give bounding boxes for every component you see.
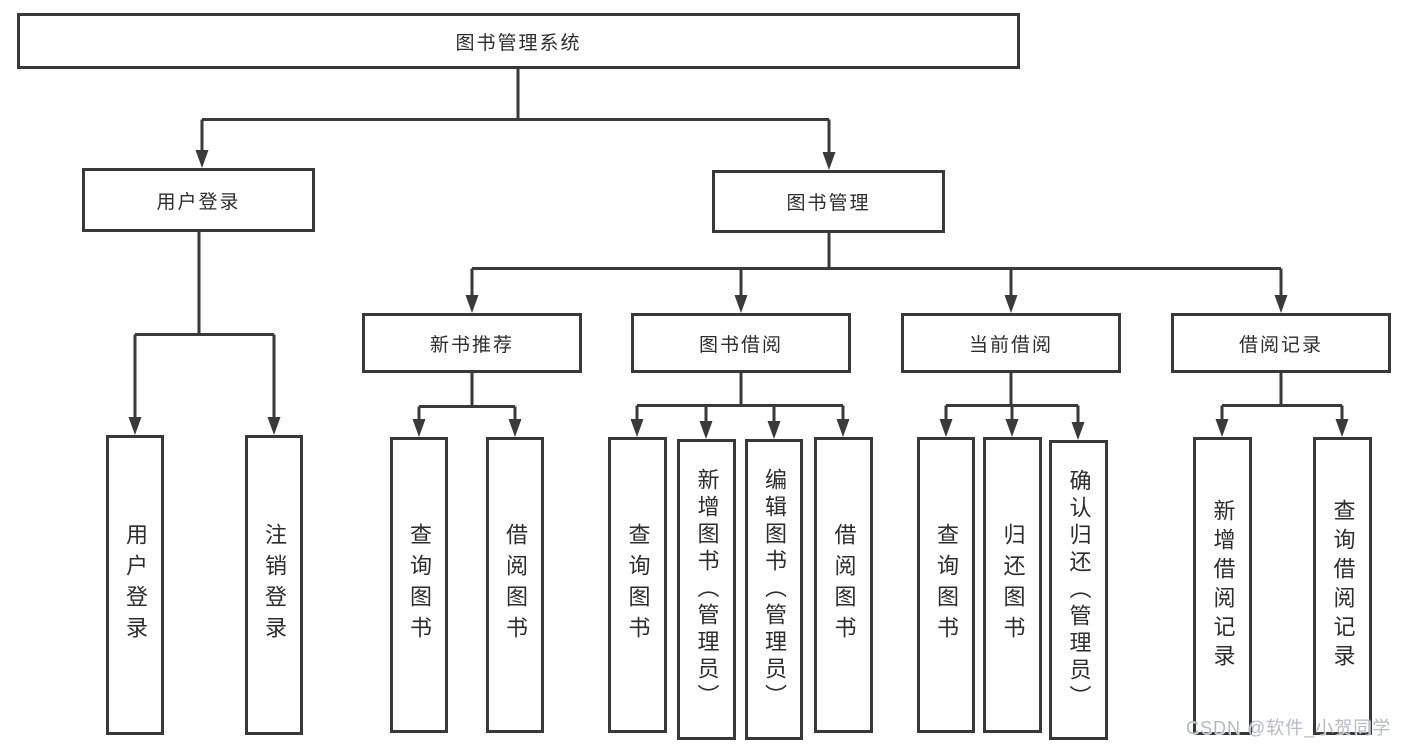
node-label: 确认归还（管理员） [1066, 468, 1092, 712]
node-library-management-system: 图书管理系统 [17, 13, 1020, 69]
edge-user-login-children [128, 232, 281, 435]
leaf-query-books-current: 查询图书 [917, 437, 975, 733]
arrowhead [508, 419, 522, 437]
edge-book-borrow-children [630, 373, 850, 439]
edge-book-mgmt-children [465, 233, 1288, 313]
arrowhead [1071, 422, 1085, 440]
edge-root-to-level2 [195, 67, 836, 170]
leaf-query-books-borrowing: 查询图书 [608, 437, 667, 733]
arrowhead [128, 417, 142, 435]
csdn-watermark: CSDN @软件_小贺同学 [1186, 718, 1392, 738]
arrowhead [465, 295, 479, 313]
node-current-borrowing: 当前借阅 [901, 313, 1121, 373]
node-label: 查询图书 [934, 523, 959, 647]
node-label: 新书推荐 [429, 334, 514, 356]
leaf-borrow-books-recommend: 借阅图书 [486, 437, 544, 733]
arrowhead [195, 150, 209, 168]
arrowhead [767, 421, 781, 439]
arrowhead [1274, 295, 1288, 313]
leaf-edit-books-admin: 编辑图书（管理员） [745, 439, 803, 740]
arrowhead [1004, 295, 1018, 313]
arrowhead [1005, 419, 1019, 437]
node-book-management: 图书管理 [712, 170, 945, 233]
arrowhead [267, 417, 281, 435]
arrowhead [630, 419, 644, 437]
leaf-query-borrow-record: 查询借阅记录 [1313, 437, 1372, 735]
edge-new-book-children [412, 373, 522, 437]
arrowhead [699, 421, 713, 439]
leaf-user-login: 用户登录 [106, 435, 164, 735]
node-label: 归还图书 [1000, 523, 1026, 647]
node-label: 编辑图书（管理员） [762, 468, 787, 711]
leaf-logout: 注销登录 [245, 435, 303, 735]
node-label: 新增图书（管理员） [694, 468, 720, 711]
leaf-confirm-return-admin: 确认归还（管理员） [1049, 440, 1108, 740]
node-label: 借阅图书 [503, 523, 528, 647]
node-new-book-recommend: 新书推荐 [362, 313, 582, 373]
node-label: 图书管理系统 [455, 32, 582, 54]
node-label: 查询图书 [407, 523, 432, 647]
arrowhead [734, 295, 748, 313]
leaf-add-borrow-record: 新增借阅记录 [1193, 437, 1252, 735]
leaf-query-books-recommend: 查询图书 [390, 437, 448, 733]
leaf-add-books-admin: 新增图书（管理员） [677, 439, 736, 740]
node-label: 注销登录 [262, 523, 287, 647]
node-label: 借阅图书 [831, 523, 857, 647]
node-label: 当前借阅 [968, 334, 1053, 356]
node-label: 图书借阅 [698, 334, 783, 356]
node-label: 用户登录 [156, 191, 241, 213]
node-borrowing-records: 借阅记录 [1171, 313, 1391, 373]
node-label: 查询借阅记录 [1330, 499, 1356, 673]
node-book-borrowing: 图书借阅 [631, 313, 851, 373]
node-label: 用户登录 [123, 523, 148, 647]
node-label: 新增借阅记录 [1210, 499, 1236, 673]
node-user-login: 用户登录 [82, 168, 315, 232]
arrowhead [412, 419, 426, 437]
arrowhead [822, 152, 836, 170]
arrowhead [1215, 419, 1229, 437]
arrowhead [939, 419, 953, 437]
node-label: 图书管理 [786, 193, 871, 214]
arrowhead [836, 419, 850, 437]
edge-current-borrow-children [939, 373, 1085, 440]
node-label: 查询图书 [625, 523, 651, 647]
node-label: 借阅记录 [1238, 334, 1323, 356]
arrowhead [1335, 419, 1349, 437]
leaf-borrow-books-borrowing: 借阅图书 [814, 437, 873, 733]
edge-borrow-records-children [1215, 373, 1349, 437]
leaf-return-books: 归还图书 [983, 437, 1042, 733]
